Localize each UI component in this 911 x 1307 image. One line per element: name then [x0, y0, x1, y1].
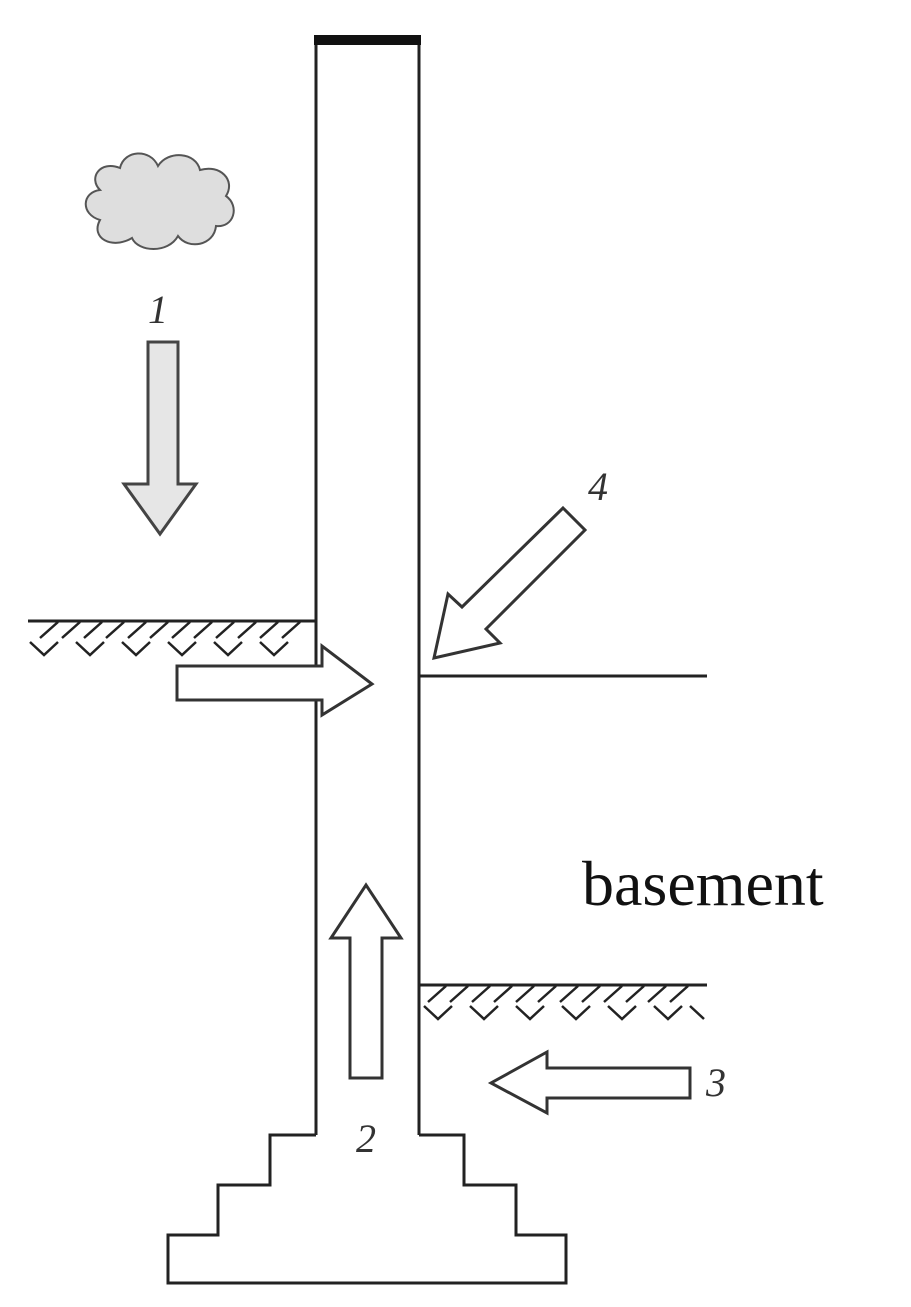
wall — [314, 35, 421, 1135]
label-4: 4 — [588, 464, 608, 509]
stepped-footing — [166, 1133, 568, 1285]
label-1: 1 — [148, 287, 168, 332]
cloud-icon — [84, 152, 235, 250]
groundwater-arrow — [487, 1049, 692, 1116]
capillary-arrow — [328, 882, 404, 1080]
wall-cap — [314, 35, 421, 45]
condensation-arrow — [432, 505, 588, 660]
label-3: 3 — [705, 1060, 726, 1105]
label-2: 2 — [356, 1116, 376, 1161]
room-label: basement — [582, 848, 824, 919]
soil-moisture-arrow — [175, 642, 375, 718]
exterior-ground — [28, 619, 316, 657]
rain-arrow — [121, 340, 199, 537]
basement-ground — [419, 983, 707, 1021]
